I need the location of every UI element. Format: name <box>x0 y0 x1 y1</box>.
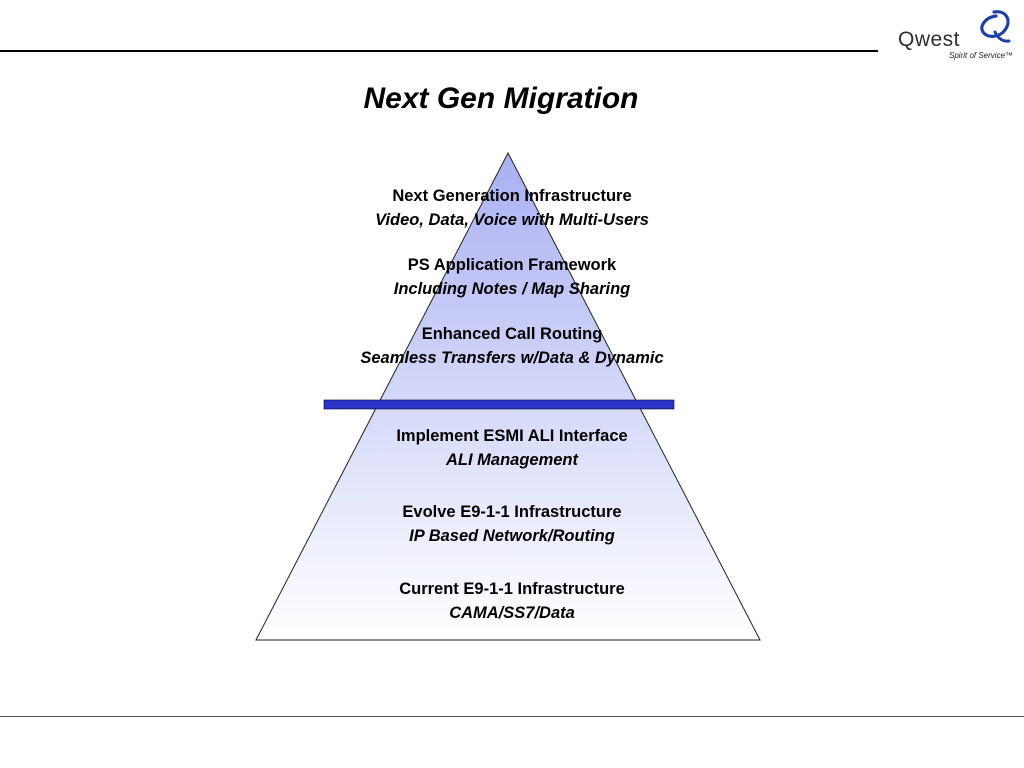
tier-implement-esmi-ali-interface: Implement ESMI ALI Interface ALI Managem… <box>262 424 762 472</box>
tier-evolve-e911-infrastructure: Evolve E9-1-1 Infrastructure IP Based Ne… <box>262 500 762 548</box>
pyramid-triangle <box>255 151 761 641</box>
tier-title: Enhanced Call Routing <box>421 325 603 343</box>
qwest-swoosh-icon <box>980 10 1011 43</box>
slide-title: Next Gen Migration <box>363 82 639 115</box>
pyramid-divider-bar <box>323 399 675 410</box>
tier-title: PS Application Framework <box>407 256 617 274</box>
tier-title: Current E9-1-1 Infrastructure <box>399 580 625 598</box>
tier-subtitle: ALI Management <box>445 451 579 469</box>
tier-current-e911-infrastructure: Current E9-1-1 Infrastructure CAMA/SS7/D… <box>262 577 762 625</box>
logo-wordmark: Qwest <box>898 28 961 51</box>
tier-subtitle: CAMA/SS7/Data <box>449 604 575 622</box>
tier-title: Implement ESMI ALI Interface <box>396 427 628 445</box>
logo-tagline: Spirit of Service™ <box>949 51 1014 60</box>
tier-ps-application-framework: PS Application Framework Including Notes… <box>262 253 762 301</box>
tier-title: Evolve E9-1-1 Infrastructure <box>402 503 622 521</box>
qwest-logo: Qwest Spirit of Service™ <box>892 8 1018 64</box>
tier-subtitle: Including Notes / Map Sharing <box>393 280 631 298</box>
header-rule <box>0 50 878 52</box>
tier-enhanced-call-routing: Enhanced Call Routing Seamless Transfers… <box>262 322 762 370</box>
tier-title: Next Generation Infrastructure <box>392 187 632 205</box>
tier-subtitle: IP Based Network/Routing <box>409 527 615 545</box>
tier-next-generation-infrastructure: Next Generation Infrastructure Video, Da… <box>262 184 762 232</box>
tier-subtitle: Video, Data, Voice with Multi-Users <box>375 211 649 229</box>
footer-rule <box>0 716 1024 717</box>
tier-subtitle: Seamless Transfers w/Data & Dynamic <box>360 349 664 367</box>
